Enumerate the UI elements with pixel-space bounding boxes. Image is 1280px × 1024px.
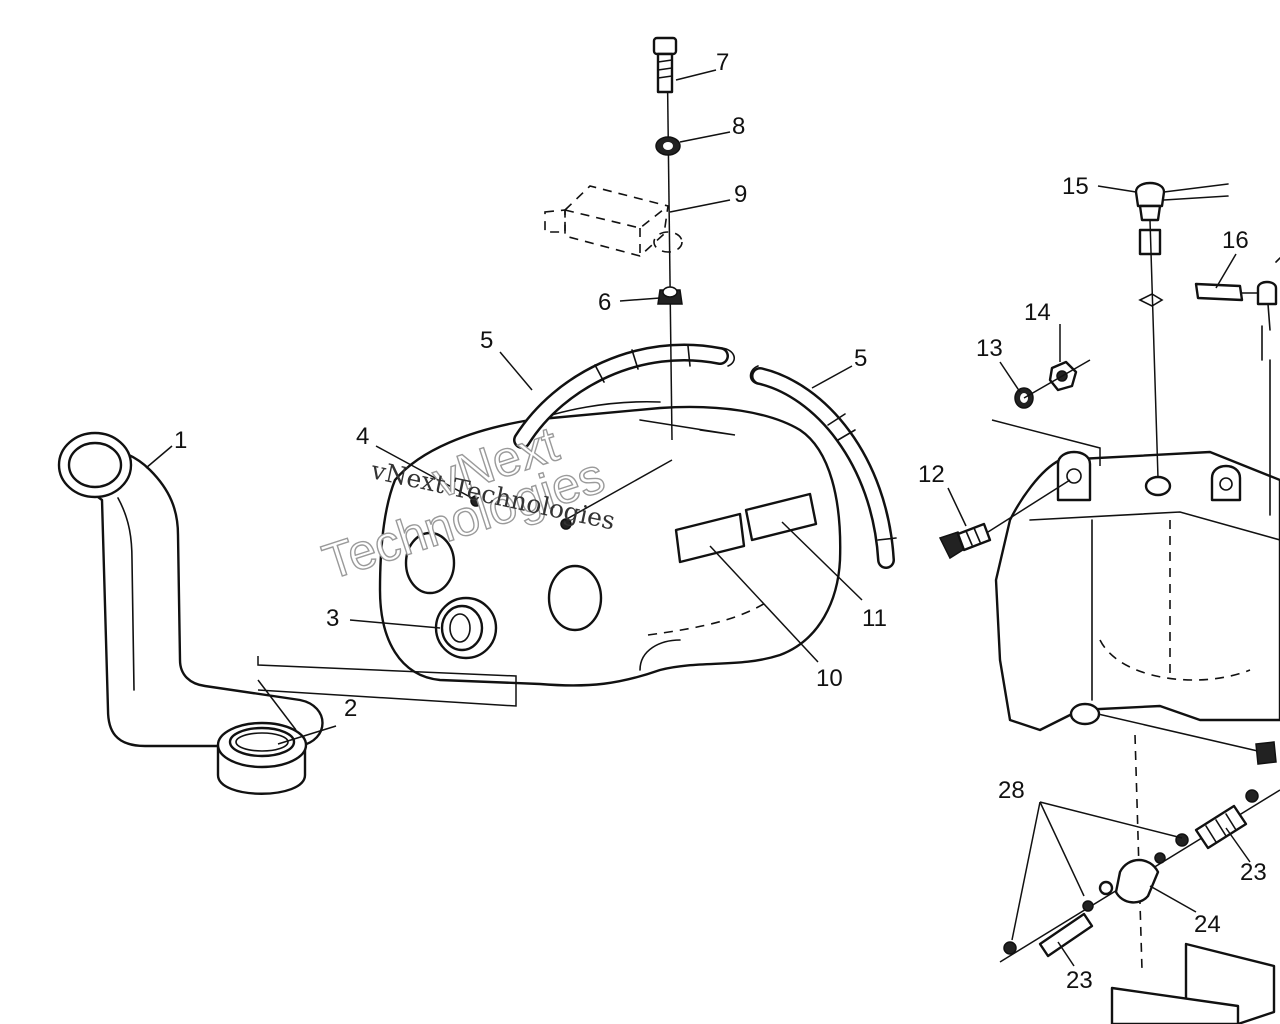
callout-28: 28 xyxy=(998,777,1025,804)
callout-4: 4 xyxy=(356,423,369,450)
callout-5a: 5 xyxy=(480,327,493,354)
part-24-filter xyxy=(1098,852,1166,904)
part-10-decal xyxy=(674,512,746,564)
leader-frame-right xyxy=(991,419,1101,466)
callout-23b: 23 xyxy=(1066,967,1093,994)
part-right-housing xyxy=(994,450,1280,732)
part-23-filter-lower xyxy=(1003,900,1094,958)
part-23-filter-upper xyxy=(1175,789,1259,850)
callout-1: 1 xyxy=(174,427,187,454)
part-15-dipstick xyxy=(1134,181,1229,479)
callout-15: 15 xyxy=(1062,173,1089,200)
callout-14: 14 xyxy=(1024,299,1051,326)
callout-8: 8 xyxy=(732,113,745,140)
part-8-washer xyxy=(655,136,681,156)
callout-23a: 23 xyxy=(1240,859,1267,886)
part-bracket-lower xyxy=(1110,942,1276,1024)
callout-5b: 5 xyxy=(854,345,867,372)
callout-3: 3 xyxy=(326,605,339,632)
callout-9: 9 xyxy=(734,181,747,208)
callout-7: 7 xyxy=(716,49,729,76)
callout-16: 16 xyxy=(1222,227,1249,254)
callout-labels: 1 2 3 4 5 5 6 7 8 9 10 11 12 13 14 15 16… xyxy=(174,49,1267,994)
callout-2: 2 xyxy=(344,695,357,722)
part-lower-fuel-line xyxy=(999,713,1280,971)
leader-lines xyxy=(145,69,1251,967)
callout-12: 12 xyxy=(918,461,945,488)
axis-line-vent xyxy=(666,39,673,441)
leader-frame-tank xyxy=(257,656,517,707)
callout-10: 10 xyxy=(816,665,843,692)
callout-24: 24 xyxy=(1194,911,1221,938)
part-3-grommet xyxy=(434,596,498,660)
part-6-fitting xyxy=(657,286,683,305)
part-7-bolt xyxy=(652,36,678,94)
leader-12-line xyxy=(987,479,1071,533)
callout-13: 13 xyxy=(976,335,1003,362)
callout-6: 6 xyxy=(598,289,611,316)
leader-tank-vent xyxy=(564,459,673,521)
part-12-bolt xyxy=(938,522,992,560)
callout-11: 11 xyxy=(862,605,887,632)
part-16-hose-fitting xyxy=(1194,257,1280,516)
leader-14-line xyxy=(1023,359,1091,399)
part-11-decal xyxy=(744,492,818,542)
part-9-bracket-phantom xyxy=(544,185,683,257)
part-2-cap xyxy=(216,721,308,795)
part-1-filler-neck xyxy=(57,431,324,748)
part-13-washer xyxy=(1014,387,1034,409)
part-oil-tank xyxy=(378,400,842,687)
part-5-hose-right xyxy=(749,365,897,569)
part-5-hose-left xyxy=(513,343,735,449)
